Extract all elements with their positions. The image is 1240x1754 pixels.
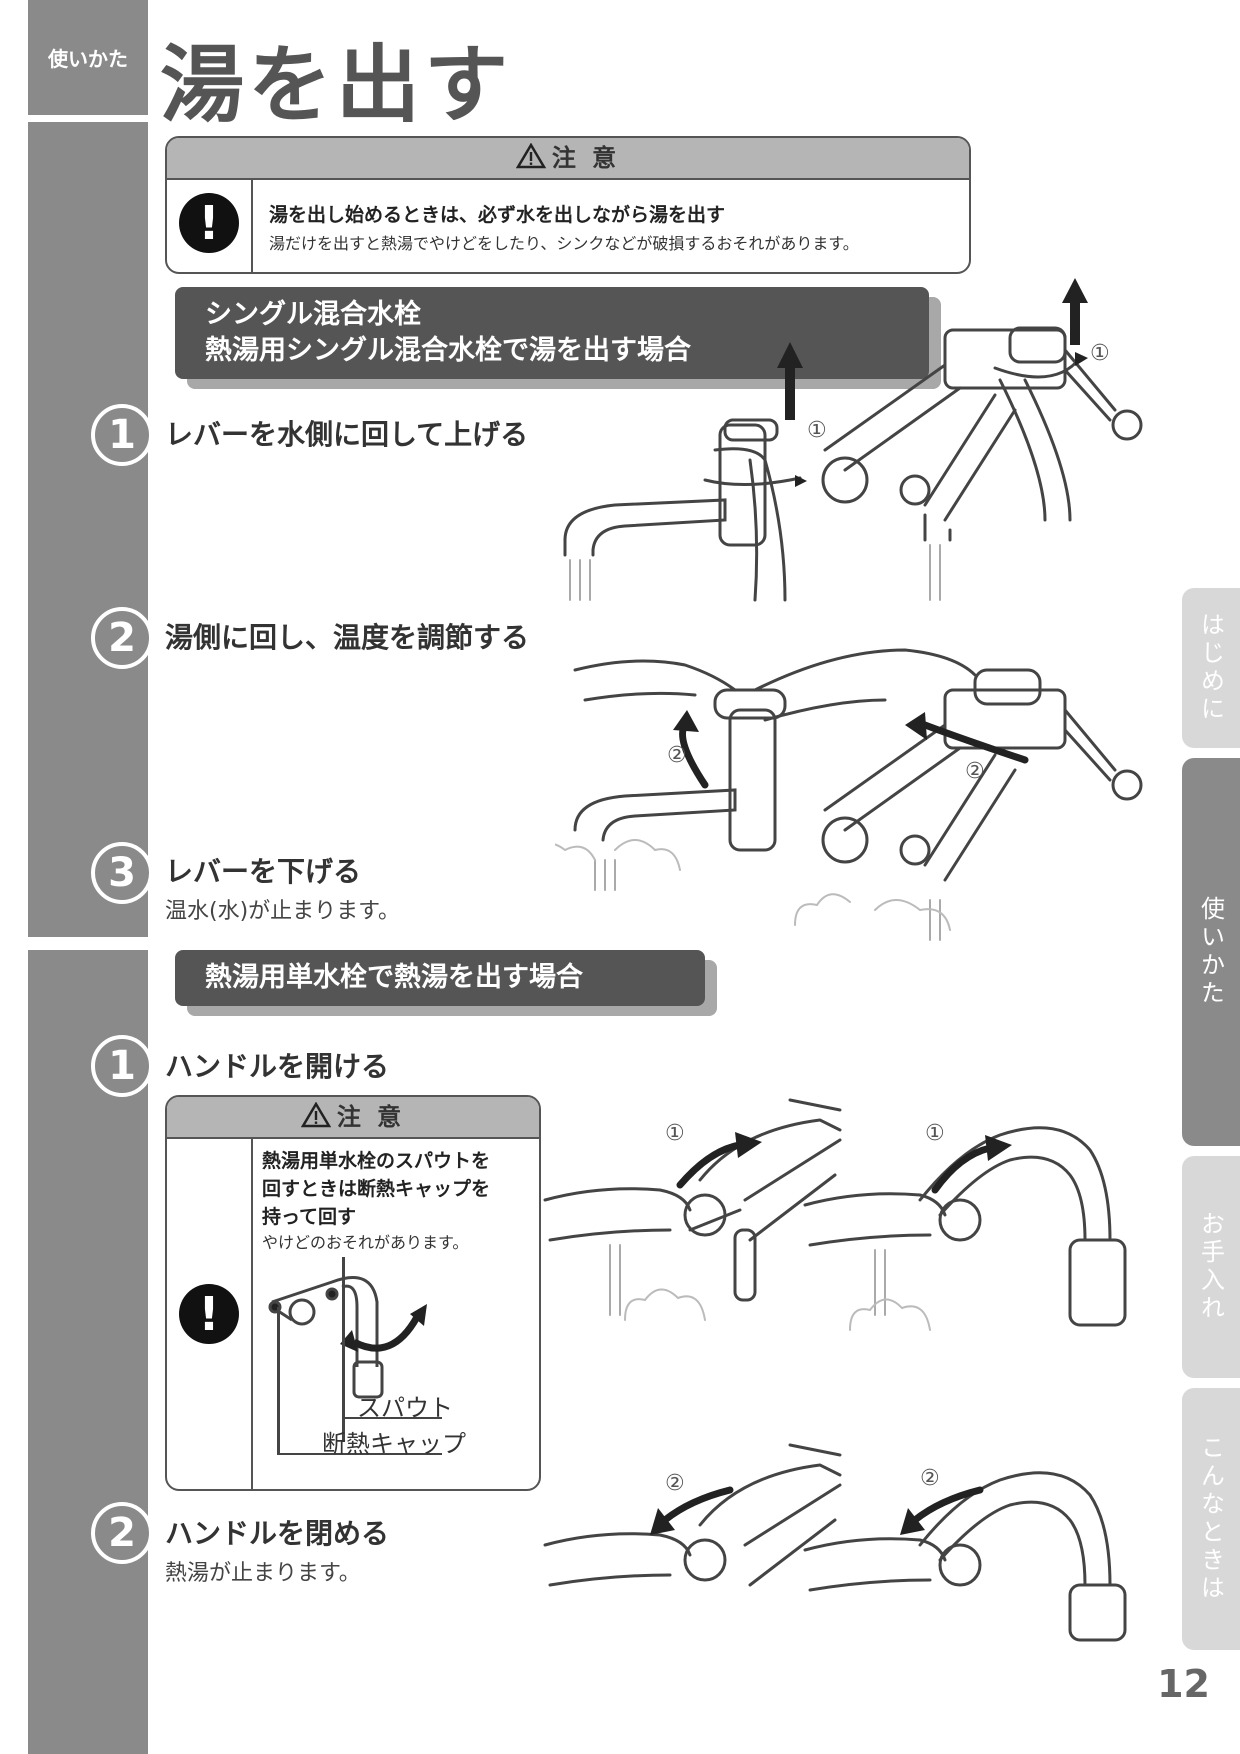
caution-heading-text: 注 意 [336, 1103, 406, 1131]
section2-banner: 熱湯用単水栓で熱湯を出す場合 [175, 950, 705, 1006]
tab-tsukaikata[interactable]: 使いかた [1182, 758, 1240, 1146]
leader-line-cap [277, 1307, 280, 1455]
single-lever-faucet-illustration [563, 418, 802, 602]
hand-opening-handle-illustration [543, 1098, 842, 1321]
exclamation-icon: ! [179, 1284, 239, 1344]
cap-label: 断熱キャップ [322, 1430, 466, 1458]
left-bar-upper [28, 122, 148, 937]
caution-main-text: 湯を出し始めるときは、必ず水を出しながら湯を出す [269, 204, 726, 226]
step-marker: ② [920, 1466, 940, 1491]
step-title: レバーを下げる [165, 855, 362, 888]
step-title: ハンドルを閉める [165, 1517, 390, 1550]
section1-banner-line1: シングル混合水栓 [205, 299, 421, 330]
step-number: 3 [91, 842, 153, 904]
step-marker: ② [667, 743, 687, 768]
step-number: 2 [91, 607, 153, 669]
section-tag-label: 使いかた [48, 47, 128, 71]
caution-heading: 注 意 [167, 138, 969, 180]
caution-main-text: 熱湯用単水栓のスパウトを 回すときは断熱キャップを 持って回す [262, 1147, 490, 1231]
step-marker: ① [1090, 341, 1110, 366]
step-note: 温水(水)が止まります。 [165, 899, 400, 924]
step-marker: ② [965, 759, 985, 784]
wall-mixer-faucet-hot-illustration [753, 648, 1143, 941]
step-marker: ① [807, 418, 827, 443]
step-number: 2 [91, 1502, 153, 1564]
spout-label: スパウト [357, 1394, 453, 1422]
step-marker: ① [925, 1121, 945, 1146]
leader-line-spout-h [342, 1417, 442, 1419]
warning-triangle-icon [300, 1102, 331, 1128]
warning-triangle-icon [515, 143, 546, 169]
tab-oteire[interactable]: お手入れ [1182, 1156, 1240, 1378]
step-title: 湯側に回し、温度を調節する [165, 621, 530, 654]
leader-line-spout [342, 1257, 345, 1442]
step-note: 熱湯が止まります。 [165, 1561, 361, 1586]
caution-sub-text: 湯だけを出すと熱湯でやけどをしたり、シンクなどが破損するおそれがあります。 [269, 234, 859, 253]
caution-sub-text: やけどのおそれがあります。 [262, 1233, 469, 1252]
hand-closing-handle-spout-illustration [803, 1471, 1127, 1642]
step-connector-line-2 [118, 1080, 124, 1530]
hand-closing-handle-illustration [543, 1443, 842, 1587]
wall-mixer-faucet-illustration [821, 326, 1143, 601]
caution-box-spout: 注 意 ! 熱湯用単水栓のスパウトを 回すときは断熱キャップを 持って回す やけ… [165, 1095, 541, 1491]
caution-line: 回すときは断熱キャップを [262, 1178, 491, 1200]
step-title: レバーを水側に回して上げる [165, 418, 529, 451]
caution-heading-text: 注 意 [551, 144, 621, 172]
step-title: ハンドルを開ける [165, 1050, 390, 1083]
section-tag: 使いかた [28, 0, 148, 115]
section1-banner-line2: 熱湯用シングル混合水栓で湯を出す場合 [205, 335, 691, 366]
tab-konnatokiha[interactable]: こんなときは [1182, 1388, 1240, 1650]
caution-icon-column: ! [167, 180, 253, 272]
section1-banner: シングル混合水栓 熱湯用シングル混合水栓で湯を出す場合 [175, 287, 929, 379]
step-number: 1 [91, 1035, 153, 1097]
step-marker: ② [665, 1471, 685, 1496]
exclamation-icon: ! [179, 193, 239, 253]
caution-heading: 注 意 [167, 1097, 539, 1139]
caution-box-top: 注 意 ! 湯を出し始めるときは、必ず水を出しながら湯を出す 湯だけを出すと熱湯… [165, 136, 971, 274]
tab-hajimeni[interactable]: はじめに [1182, 588, 1240, 748]
step-marker: ① [665, 1121, 685, 1146]
leader-line-cap-h [277, 1453, 442, 1455]
caution-line: 持って回す [262, 1206, 357, 1228]
faucet-illustrations-section2: ① ① ② ② [543, 1098, 1127, 1642]
page-number: 12 [1157, 1662, 1210, 1706]
page-title: 湯を出す [160, 36, 513, 134]
step-number: 1 [91, 404, 153, 466]
faucet-illustrations-section1: ① ① ② ② [555, 278, 1143, 941]
single-lever-faucet-hot-illustration [555, 659, 787, 891]
caution-line: 熱湯用単水栓のスパウトを [262, 1150, 491, 1172]
spout-diagram [268, 1276, 427, 1399]
caution-icon-column: ! [167, 1139, 253, 1489]
